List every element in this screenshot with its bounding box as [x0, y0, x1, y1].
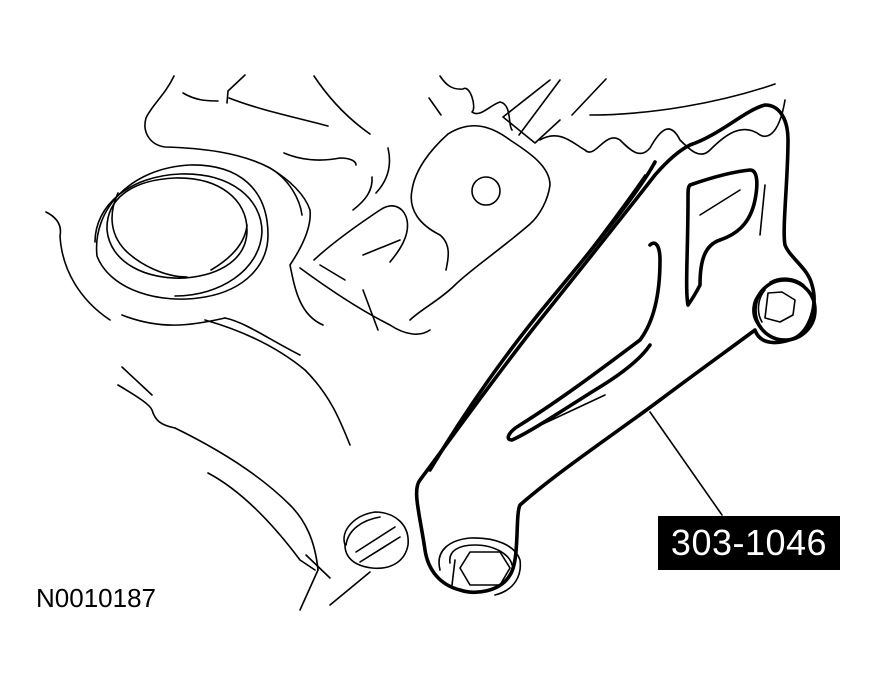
tool-number-callout: 303-1046 [658, 516, 840, 570]
callout-leader-line [649, 411, 723, 516]
engine-casting-lines [45, 74, 391, 321]
slotted-screw [305, 511, 409, 606]
left-casting-edges [117, 366, 319, 611]
round-plug [94, 164, 351, 446]
upper-right-bolt [752, 277, 817, 342]
gear-teeth [428, 75, 786, 155]
lower-left-bolt [438, 537, 522, 596]
figure-id-label: N0010187 [36, 583, 156, 613]
tab-with-hole [299, 125, 551, 335]
